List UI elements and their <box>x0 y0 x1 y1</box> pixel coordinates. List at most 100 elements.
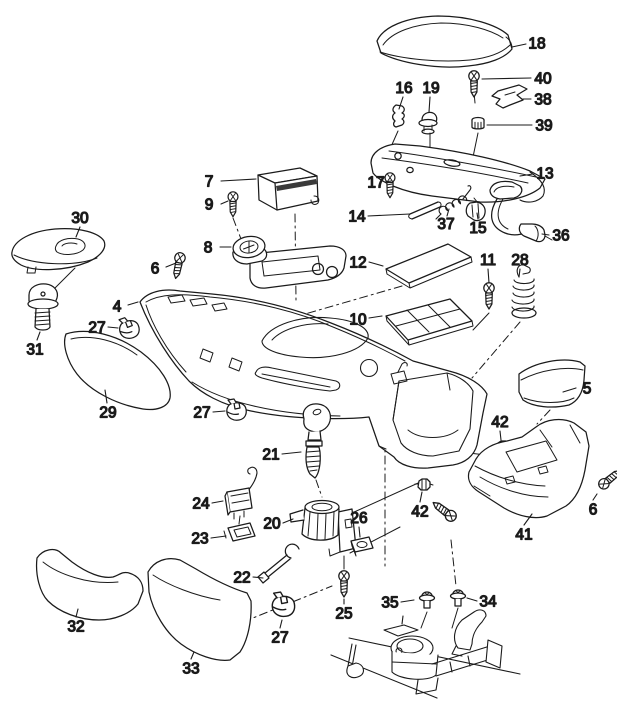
leader-line-4 <box>127 301 139 306</box>
leader-line-42-b <box>419 491 423 503</box>
callout-29: 29 <box>99 389 117 422</box>
callout-label-17: 17 <box>367 175 384 192</box>
callout-label-41: 41 <box>515 527 532 544</box>
callout-label-21: 21 <box>262 447 279 464</box>
leader-line-19 <box>428 96 431 113</box>
callout-38: 38 <box>522 91 552 109</box>
part-11-screw <box>483 282 495 310</box>
part-37-spring <box>435 185 472 220</box>
callout-27-b: 27 <box>193 404 226 422</box>
part-32-side-trim-front <box>35 548 144 621</box>
callout-6-right: 6 <box>588 493 598 519</box>
callout-label-37: 37 <box>437 216 454 233</box>
callout-label-33: 33 <box>182 661 199 678</box>
part-30-compartment-lid <box>11 227 106 274</box>
callout-24: 24 <box>192 495 224 513</box>
leader-line-16 <box>398 96 404 110</box>
leader-line-6-right <box>592 493 598 501</box>
callout-label-42-b: 42 <box>411 504 428 521</box>
leader-line-41 <box>523 513 533 526</box>
part-16-pin <box>392 104 405 128</box>
callout-label-40: 40 <box>534 71 552 88</box>
leader-line-23 <box>210 535 227 539</box>
leader-line-21 <box>281 451 302 455</box>
leader-line-18 <box>511 43 527 48</box>
callout-21: 21 <box>262 446 302 464</box>
callout-42-a: 42 <box>491 413 509 441</box>
callout-label-29: 29 <box>99 405 116 422</box>
callout-label-35: 35 <box>381 595 398 612</box>
callout-40: 40 <box>481 70 553 88</box>
part-8-ashtray-insert <box>232 235 347 289</box>
leader-line-12 <box>368 261 384 267</box>
part-24-switch <box>224 466 258 520</box>
part-41-rear-console <box>429 418 590 525</box>
callout-39: 39 <box>486 117 553 135</box>
leader-line-26 <box>358 526 361 538</box>
leader-line-36 <box>541 233 550 236</box>
callout-label-14: 14 <box>348 209 366 226</box>
part-18-armrest-lid <box>376 15 513 68</box>
leader-line-32 <box>75 608 79 618</box>
callout-label-25: 25 <box>335 606 352 623</box>
callout-37: 37 <box>437 208 455 234</box>
callout-12: 12 <box>349 254 384 272</box>
callout-26: 26 <box>350 509 368 538</box>
part-38-bracket <box>491 84 528 109</box>
callout-14: 14 <box>348 208 411 226</box>
callout-6-left: 6 <box>150 260 177 278</box>
callout-label-5: 5 <box>583 381 592 398</box>
leader-line-33 <box>190 651 195 660</box>
callout-41: 41 <box>515 513 533 544</box>
callout-33: 33 <box>182 651 200 678</box>
part-27-clip-upper <box>117 314 142 341</box>
leader-line-31 <box>36 331 41 341</box>
callout-label-11: 11 <box>480 252 496 269</box>
callout-30: 30 <box>71 209 90 238</box>
part-22-linkage-rod <box>257 543 300 584</box>
callout-label-6-right: 6 <box>589 502 598 519</box>
callout-label-27-b: 27 <box>193 405 210 422</box>
callout-label-30: 30 <box>71 210 89 227</box>
callout-label-34: 34 <box>479 594 497 611</box>
leader-line-42-a <box>499 430 502 441</box>
callout-25: 25 <box>335 598 353 623</box>
callout-label-27-a: 27 <box>88 320 105 337</box>
part-17-screw <box>384 172 396 199</box>
callout-23: 23 <box>191 530 227 548</box>
callout-label-32: 32 <box>67 619 84 636</box>
part-23-bracket <box>223 522 256 542</box>
part-39-nut <box>471 116 485 130</box>
callout-label-24: 24 <box>192 496 210 513</box>
leader-line-9 <box>220 200 229 205</box>
callout-label-26: 26 <box>350 510 367 527</box>
callout-label-10: 10 <box>349 312 367 329</box>
leader-line-35 <box>400 599 415 603</box>
callout-label-23: 23 <box>191 531 208 548</box>
callout-19: 19 <box>422 79 440 113</box>
part-25-screw <box>338 570 350 598</box>
leader-line-17 <box>384 180 392 183</box>
callout-28: 28 <box>511 251 529 278</box>
part-6-screw-right <box>595 465 617 492</box>
callout-20: 20 <box>263 515 294 533</box>
callout-label-13: 13 <box>536 166 553 183</box>
callout-label-22: 22 <box>233 570 250 587</box>
part-36-strap <box>489 180 553 243</box>
callout-label-36: 36 <box>552 228 569 245</box>
callout-16: 16 <box>395 79 413 110</box>
callout-15: 15 <box>469 212 487 238</box>
callout-42-b: 42 <box>411 491 429 521</box>
callout-11: 11 <box>479 251 497 284</box>
leader-line-34 <box>466 597 478 602</box>
leader-line-6-left <box>165 262 177 268</box>
part-10-rubber-insert <box>385 298 474 346</box>
part-35-grommet <box>418 591 436 609</box>
callout-35: 35 <box>381 594 415 612</box>
part-28-spring <box>511 264 537 319</box>
callout-label-4: 4 <box>113 299 122 316</box>
leader-line-29 <box>104 389 108 404</box>
part-29-side-trim-panel <box>64 330 171 411</box>
callout-label-27-c: 27 <box>271 630 288 647</box>
